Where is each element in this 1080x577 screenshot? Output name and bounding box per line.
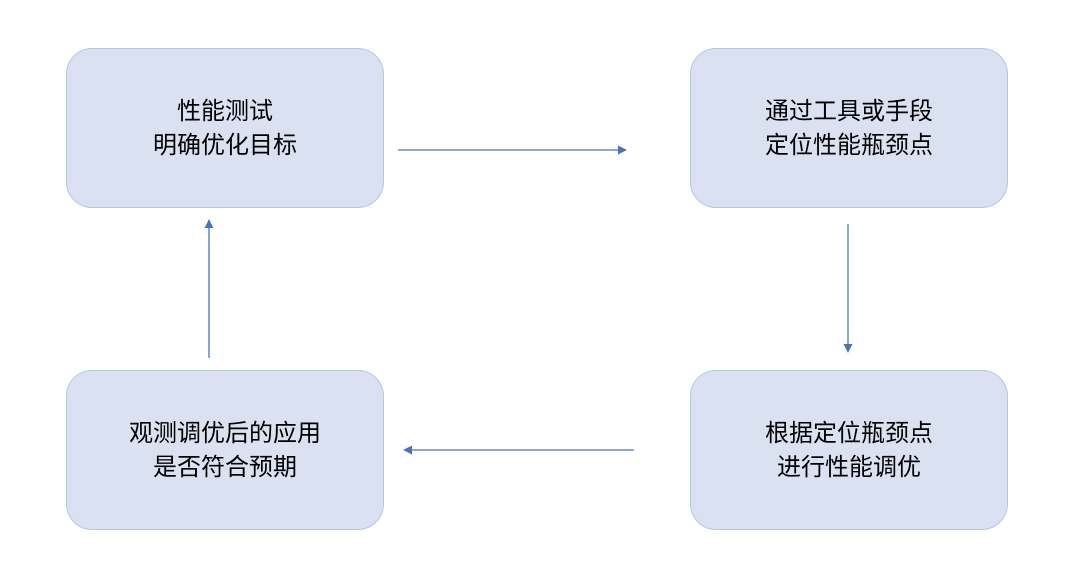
node-performance-test-line-1: 性能测试 — [177, 97, 273, 125]
node-performance-test-line-2: 明确优化目标 — [153, 131, 297, 159]
node-locate-bottleneck-line-1: 通过工具或手段 — [765, 97, 933, 125]
node-observe-result: 观测调优后的应用 是否符合预期 — [66, 370, 384, 530]
node-performance-test: 性能测试 明确优化目标 — [66, 48, 384, 208]
node-observe-result-line-1: 观测调优后的应用 — [129, 419, 321, 447]
node-performance-tuning: 根据定位瓶颈点 进行性能调优 — [690, 370, 1008, 530]
node-observe-result-line-2: 是否符合预期 — [153, 453, 297, 481]
node-performance-tuning-line-2: 进行性能调优 — [777, 453, 921, 481]
node-performance-tuning-line-1: 根据定位瓶颈点 — [765, 419, 933, 447]
node-locate-bottleneck-line-2: 定位性能瓶颈点 — [765, 131, 933, 159]
node-locate-bottleneck: 通过工具或手段 定位性能瓶颈点 — [690, 48, 1008, 208]
